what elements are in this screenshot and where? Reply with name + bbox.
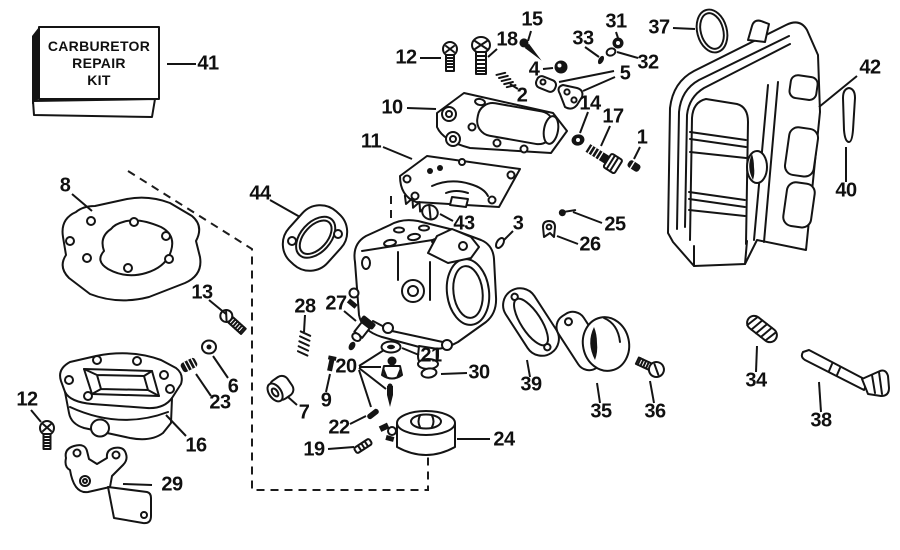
callout-21: 21 [420, 344, 442, 367]
part-adapter-35 [555, 310, 631, 372]
part-gasket-8 [61, 196, 202, 302]
callout-38: 38 [810, 409, 832, 432]
part-idle-screw-43 [403, 194, 439, 221]
part-silencer-cover-42 [667, 19, 821, 267]
callout-44: 44 [249, 182, 271, 205]
callout-8: 8 [59, 174, 71, 197]
callout-6: 6 [227, 375, 239, 398]
part-needle-valve-20 [387, 383, 393, 407]
kit-box-line-2: REPAIR [72, 54, 126, 71]
part-spacer-44 [281, 204, 349, 272]
part-pin-19 [353, 438, 373, 454]
part-grommet-7 [266, 374, 295, 403]
callout-42: 42 [859, 56, 881, 79]
part-screw-18 [471, 36, 491, 75]
part-screw-12-top [442, 41, 458, 72]
callout-37: 37 [648, 16, 670, 39]
callout-34: 34 [745, 369, 767, 392]
part-pin-33 [597, 55, 605, 65]
callout-7: 7 [298, 401, 310, 424]
callout-9: 9 [320, 389, 332, 412]
part-packing-nut-21 [380, 340, 402, 354]
part-plug-23 [180, 357, 198, 373]
callout-20: 20 [335, 355, 357, 378]
kit-box-line-3: KIT [87, 71, 111, 88]
part-bracket-29 [64, 444, 152, 525]
callout-22: 22 [328, 416, 350, 439]
callout-15: 15 [521, 8, 543, 31]
callout-31: 31 [605, 10, 627, 33]
part-needle-rod-38 [800, 349, 890, 397]
part-nut-31 [612, 37, 624, 49]
callout-43: 43 [453, 212, 475, 235]
kit-box-label: CARBURETOR REPAIR KIT [39, 27, 159, 99]
callout-2: 2 [516, 84, 528, 107]
part-fitting-27 [348, 315, 376, 351]
callout-26: 26 [579, 233, 601, 256]
callout-4: 4 [528, 58, 540, 81]
callout-30: 30 [468, 361, 490, 384]
part-pump-cover-10 [436, 92, 568, 154]
part-pin-9 [327, 355, 337, 372]
part-ball-4 [554, 60, 568, 74]
part-float-24 [378, 410, 456, 456]
part-link-lever-5 [534, 75, 584, 110]
part-bolt-17 [585, 144, 623, 175]
callout-10: 10 [381, 96, 403, 119]
kit-box-line-1: CARBURETOR [47, 37, 151, 54]
callout-23: 23 [209, 391, 231, 414]
callout-11: 11 [360, 130, 382, 153]
part-gasket-39 [502, 287, 560, 357]
part-washer-6 [201, 339, 217, 355]
part-pin-40 [842, 87, 856, 143]
callout-5: 5 [619, 62, 631, 85]
part-spring-28 [296, 330, 312, 357]
callout-12-top: 12 [395, 46, 417, 69]
callout-14: 14 [579, 92, 601, 115]
part-washer-32 [605, 47, 617, 57]
callout-39: 39 [520, 373, 542, 396]
part-plug-30 [420, 367, 438, 379]
part-needle-15 [519, 38, 542, 61]
part-seal-37 [695, 8, 729, 54]
part-carburetor-body [346, 219, 498, 370]
callout-28: 28 [294, 295, 316, 318]
callout-40: 40 [835, 179, 857, 202]
callout-35: 35 [590, 400, 612, 423]
repair-kit-box [32, 26, 160, 118]
callout-16: 16 [185, 434, 207, 457]
callout-25: 25 [604, 213, 626, 236]
part-plug-1 [627, 160, 641, 172]
part-clip-3 [495, 237, 505, 249]
callout-36: 36 [644, 400, 666, 423]
callout-17: 17 [602, 105, 624, 128]
part-screw-25 [558, 209, 577, 217]
leader-lines [30, 27, 858, 486]
part-inlet-valve-20 [381, 356, 403, 380]
part-screw-36 [634, 356, 665, 379]
callout-13: 13 [191, 281, 213, 304]
callout-24: 24 [493, 428, 515, 451]
callout-12-bottom: 12 [16, 388, 38, 411]
callout-18: 18 [496, 28, 518, 51]
callout-41: 41 [197, 52, 219, 75]
part-float-bowl-16 [59, 352, 183, 441]
callout-29: 29 [161, 473, 183, 496]
part-screw-12-bottom [39, 420, 55, 450]
part-diaphragm-plate-11 [399, 155, 521, 208]
part-spring-2 [495, 71, 517, 89]
callout-19: 19 [303, 438, 325, 461]
part-washer-14 [571, 134, 585, 146]
callout-32: 32 [637, 51, 659, 74]
callout-1: 1 [636, 126, 648, 149]
callout-3: 3 [512, 212, 524, 235]
part-clip-26 [542, 220, 556, 238]
callout-27: 27 [325, 292, 347, 315]
part-pin-22 [367, 408, 379, 420]
callout-33: 33 [572, 27, 594, 50]
part-spring-34 [746, 314, 778, 344]
